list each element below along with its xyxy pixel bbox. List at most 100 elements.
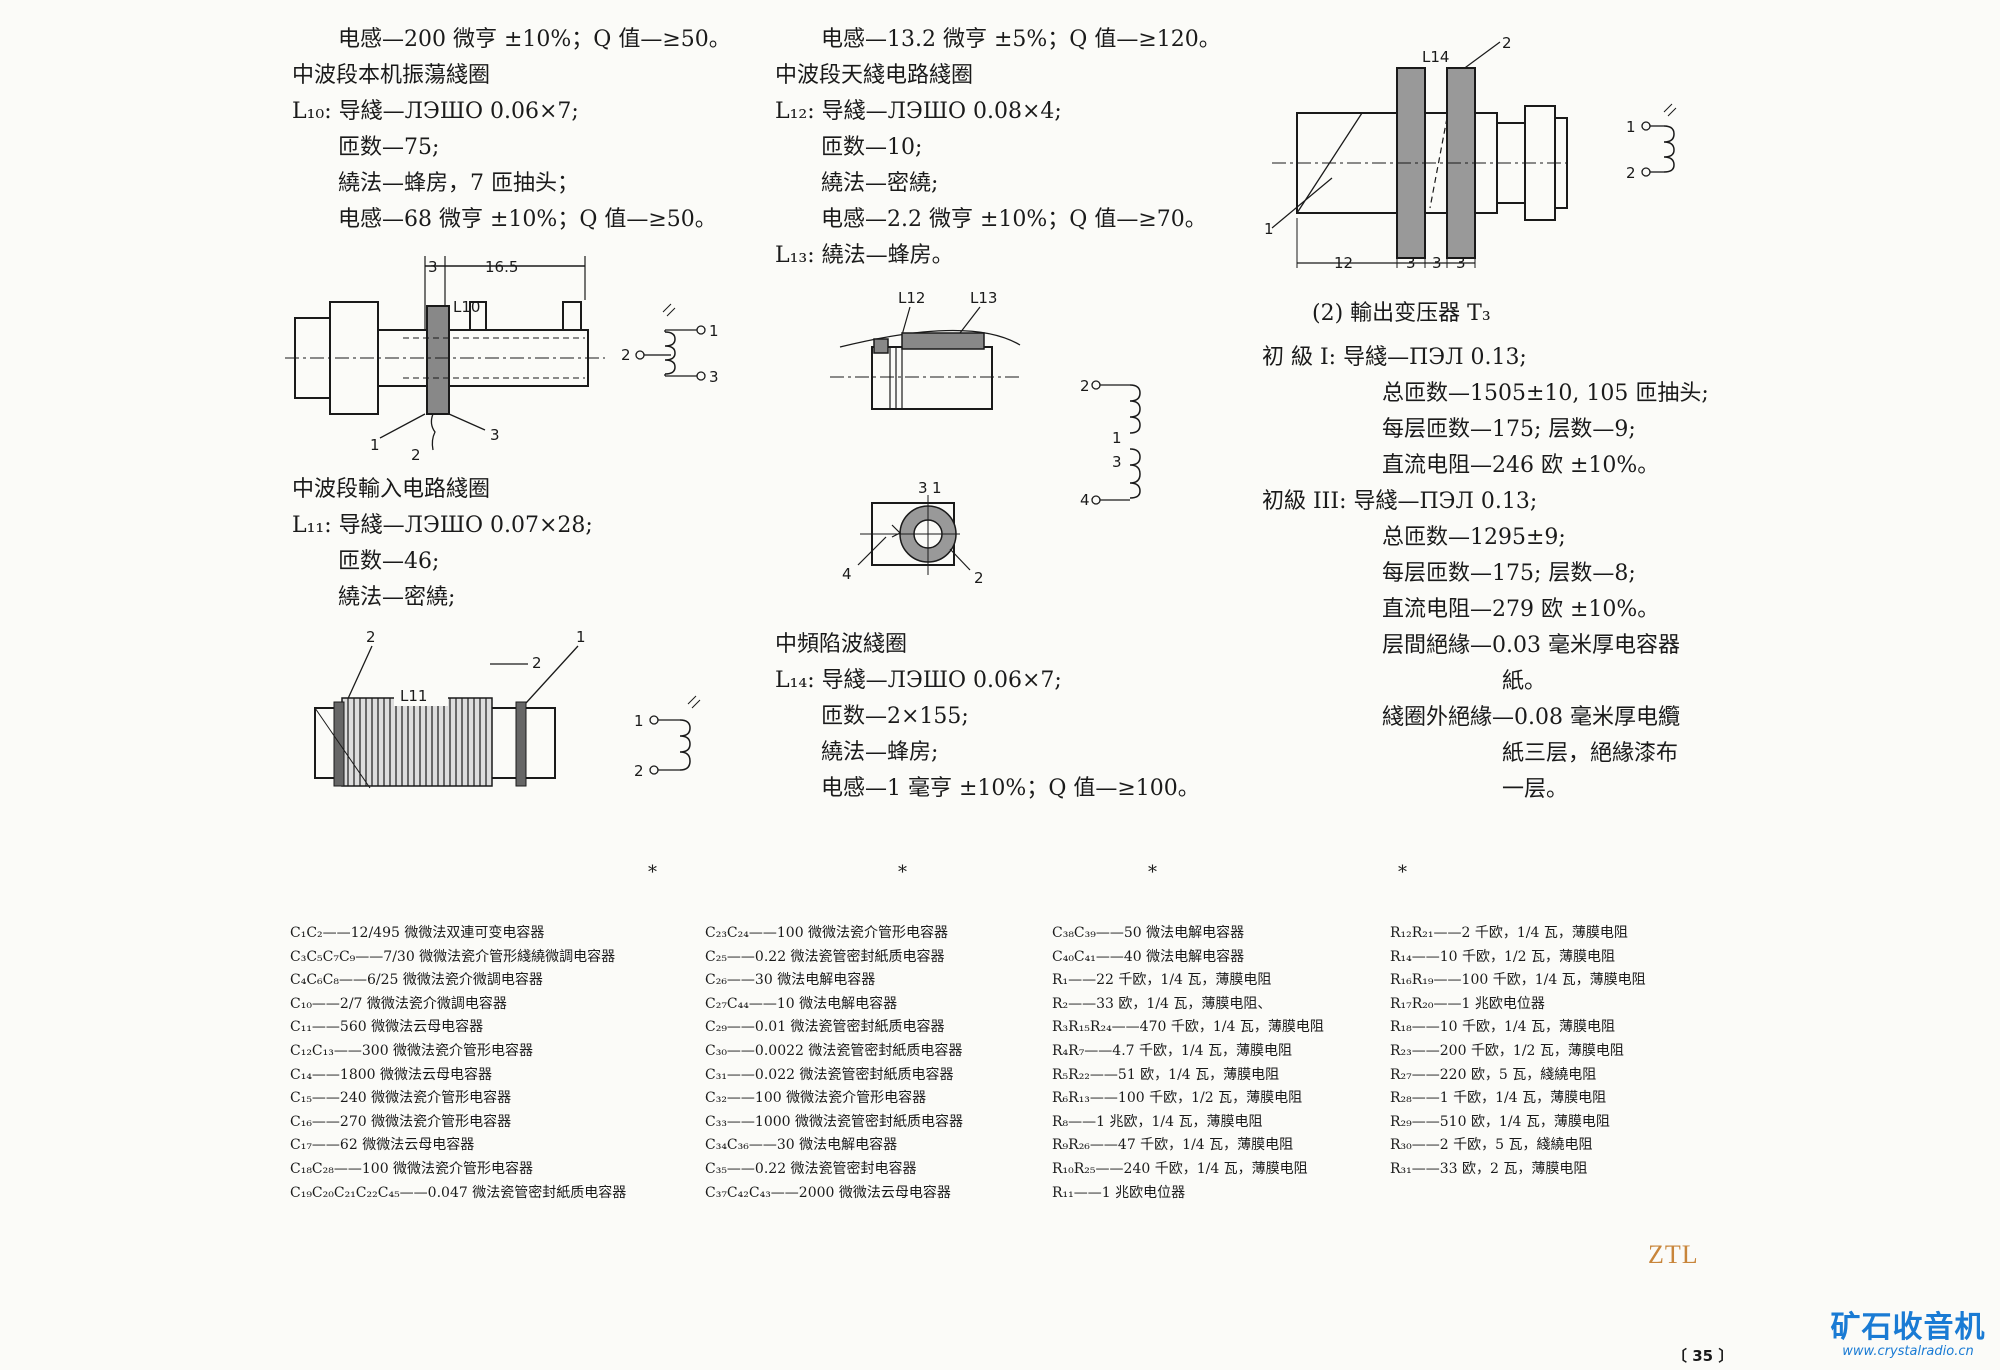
text-line: 匝数—75; bbox=[338, 135, 440, 160]
l12-term-4-label: 4 bbox=[1080, 491, 1090, 509]
l10-label: L10 bbox=[453, 298, 480, 316]
page-number: 〔 35 〕 bbox=[1672, 1347, 1734, 1365]
parts-list-item: C₁₇——62 微微法云母电容器 bbox=[290, 1137, 475, 1154]
separator-star: * bbox=[648, 862, 657, 883]
parts-list-item: C₂₇C₄₄——10 微法电解电容器 bbox=[705, 995, 898, 1012]
l14-dim-12-label: 12 bbox=[1334, 254, 1353, 272]
l12-sec-3-label: 3 bbox=[918, 479, 928, 497]
text-line: 繞法—密繞; bbox=[338, 585, 456, 610]
winding-pattern bbox=[347, 698, 487, 786]
text-line: 匝数—2×155; bbox=[821, 704, 969, 729]
text-line: 紙三层，絕緣漆布 bbox=[1502, 741, 1679, 766]
parts-list-item: R₁₀R₂₅——240 千欧，1/4 瓦，薄膜电阻 bbox=[1052, 1160, 1308, 1177]
section-heading: 中波段本机振蕩綫圈 bbox=[292, 63, 491, 88]
l11-lead-1-label: 1 bbox=[576, 628, 586, 646]
text-line: 总匝数—1505±10, 105 匝抽头; bbox=[1382, 381, 1709, 406]
transformer-caption: (2) 輸出变压器 T₃ bbox=[1312, 296, 1491, 332]
text-line: 直流电阻—279 欧 ±10%。 bbox=[1382, 597, 1660, 622]
parts-list-item: R₃R₁₅R₂₄——470 千欧，1/4 瓦，薄膜电阻 bbox=[1052, 1019, 1324, 1036]
parts-list-item: R₁₂R₂₁——2 千欧，1/4 瓦，薄膜电阻 bbox=[1390, 925, 1628, 941]
l14-term-1-label: 1 bbox=[1626, 118, 1636, 136]
text-line: 繞法—蜂房; bbox=[821, 740, 939, 765]
text-line: 初 級 I: 导綫—ПЭЛ 0.13; bbox=[1262, 345, 1527, 370]
text-line: 繞法—密繞; bbox=[821, 171, 939, 196]
parts-list-item: R₂₇——220 欧，5 瓦，綫繞电阻 bbox=[1390, 1066, 1597, 1083]
parts-list-item: C₃₂——100 微微法瓷介管形电容器 bbox=[705, 1090, 927, 1107]
parts-list-item: C₃₃——1000 微微法瓷管密封紙质电容器 bbox=[705, 1113, 964, 1130]
parts-list-item: R₂₃——200 千欧，1/2 瓦，薄膜电阻 bbox=[1390, 1042, 1624, 1059]
parts-list-col2: C₂₃C₂₄——100 微微法瓷介管形电容器 C₂₅——0.22 微法瓷管密封紙… bbox=[705, 922, 963, 1205]
l14-lead-2-label: 2 bbox=[1502, 34, 1512, 52]
parts-list-item: R₁₇R₂₀——1 兆欧电位器 bbox=[1390, 995, 1545, 1012]
parts-list-item: R₃₀——2 千欧，5 瓦，綫繞电阻 bbox=[1390, 1137, 1593, 1154]
term-2-label: 2 bbox=[621, 346, 631, 364]
lead-3-label: 3 bbox=[490, 426, 500, 444]
text-line: 电感—68 微亨 ±10%；Q 值—≥50。 bbox=[338, 207, 717, 232]
parts-list-item: R₁₈——10 千欧，1/4 瓦，薄膜电阻 bbox=[1390, 1019, 1616, 1036]
parts-list-item: R₂——33 欧，1/4 瓦，薄膜电阻、 bbox=[1052, 995, 1272, 1012]
separator-star: * bbox=[898, 862, 907, 883]
dim-16-5-label: 16.5 bbox=[485, 258, 518, 276]
parts-list-col1: C₁C₂——12/495 微微法双連可变电容器 C₃C₅C₇C₉——7/30 微… bbox=[290, 922, 626, 1205]
text-line: 总匝数—1295±9; bbox=[1382, 525, 1566, 550]
col1-mid-text: 中波段輸入电路綫圈 L₁₁: 导綫—ЛЭШО 0.07×28; 匝数—46; 繞… bbox=[292, 472, 593, 616]
l11-label: L11 bbox=[400, 687, 427, 705]
parts-list-item: C₁₄——1800 微微法云母电容器 bbox=[290, 1066, 493, 1083]
section-heading: 中波段天綫电路綫圈 bbox=[775, 63, 974, 88]
term-3-label: 3 bbox=[709, 368, 719, 386]
l14-term-2-label: 2 bbox=[1626, 164, 1636, 182]
l12-sec-2-label: 2 bbox=[974, 569, 984, 587]
text-line: 匝数—10; bbox=[821, 135, 923, 160]
l12-term-3-label: 3 bbox=[1112, 453, 1122, 471]
logo-url: www.crystalradio.cn bbox=[1842, 1344, 1974, 1359]
text-line: 匝数—46; bbox=[338, 549, 440, 574]
col3-text: 初 級 I: 导綫—ПЭЛ 0.13; 总匝数—1505±10, 105 匝抽头… bbox=[1262, 340, 1709, 808]
parts-list-item: C₃₈C₃₉——50 微法电解电容器 bbox=[1052, 925, 1245, 941]
text-line: 綫圈外絕緣—0.08 毫米厚电纜 bbox=[1382, 705, 1680, 730]
col2-top-text: 电感—13.2 微亨 ±5%；Q 值—≥120。 中波段天綫电路綫圈 L₁₂: … bbox=[775, 22, 1221, 274]
l11-dim-2-label: 2 bbox=[532, 654, 542, 672]
parts-list-item: R₁₆R₁₉——100 千欧，1/4 瓦，薄膜电阻 bbox=[1390, 972, 1646, 989]
l11-term-2-label: 2 bbox=[634, 762, 644, 780]
parts-list-item: C₃₄C₃₆——30 微法电解电容器 bbox=[705, 1137, 898, 1154]
l12-sec-4-label: 4 bbox=[842, 565, 852, 583]
parts-list-item: C₂₅——0.22 微法瓷管密封紙质电容器 bbox=[705, 948, 945, 965]
parts-list-item: R₁₄——10 千欧，1/2 瓦，薄膜电阻 bbox=[1390, 948, 1616, 965]
parts-list-item: C₁₁——560 微微法云母电容器 bbox=[290, 1019, 484, 1036]
l11-lead-2-label: 2 bbox=[366, 628, 376, 646]
l14-dim-3c-label: 3 bbox=[1456, 254, 1466, 272]
site-logo: 矿石收音机 www.crystalradio.cn bbox=[1818, 1302, 1998, 1359]
l12-sec-1-label: 1 bbox=[932, 479, 942, 497]
parts-list-item: C₁₆——270 微微法瓷介管形电容器 bbox=[290, 1113, 512, 1130]
text-line: 繞法—蜂房，7 匝抽头； bbox=[338, 171, 579, 196]
parts-list-item: C₁₉C₂₀C₂₁C₂₂C₄₅——0.047 微法瓷管密封紙质电容器 bbox=[290, 1184, 627, 1201]
parts-list-item: R₆R₁₃——100 千欧，1/2 瓦，薄膜电阻 bbox=[1052, 1090, 1303, 1107]
parts-list-item: C₄₀C₄₁——40 微法电解电容器 bbox=[1052, 948, 1245, 965]
parts-list-item: C₂₉——0.01 微法瓷管密封紙质电容器 bbox=[705, 1019, 945, 1036]
parts-list-item: C₁₅——240 微微法瓷介管形电容器 bbox=[290, 1090, 512, 1107]
separator-star: * bbox=[1398, 862, 1407, 883]
l12-label: L12 bbox=[898, 289, 925, 307]
dim-3-label: 3 bbox=[428, 258, 438, 276]
parts-list-item: C₃₁——0.022 微法瓷管密封紙质电容器 bbox=[705, 1066, 954, 1083]
parts-list-item: C₁₂C₁₃——300 微微法瓷介管形电容器 bbox=[290, 1042, 534, 1059]
parts-list-item: C₂₃C₂₄——100 微微法瓷介管形电容器 bbox=[705, 925, 949, 941]
parts-list-item: R₈——1 兆欧，1/4 瓦，薄膜电阻 bbox=[1052, 1113, 1263, 1130]
parts-list-item: C₁₀——2/7 微微法瓷介微調电容器 bbox=[290, 995, 507, 1012]
l13-label: L13 bbox=[970, 289, 997, 307]
parts-list-item: R₂₈——1 千欧，1/4 瓦，薄膜电阻 bbox=[1390, 1090, 1607, 1107]
parts-list-item: R₅R₂₂——51 欧，1/4 瓦，薄膜电阻 bbox=[1052, 1066, 1280, 1083]
parts-list-item: R₃₁——33 欧，2 瓦，薄膜电阻 bbox=[1390, 1160, 1588, 1177]
col2-bottom-text: 中頻陷波綫圈 L₁₄: 导綫—ЛЭШО 0.06×7; 匝数—2×155; 繞法… bbox=[775, 627, 1200, 807]
text-line: L₁₄: 导綫—ЛЭШО 0.06×7; bbox=[775, 668, 1062, 693]
parts-list-item: C₁₈C₂₈——100 微微法瓷介管形电容器 bbox=[290, 1160, 534, 1177]
text-line: 紙。 bbox=[1502, 669, 1547, 694]
l11-term-1-label: 1 bbox=[634, 712, 644, 730]
section-heading: 中波段輸入电路綫圈 bbox=[292, 477, 491, 502]
logo-name: 矿石收音机 bbox=[1830, 1310, 1986, 1345]
parts-list-item: C₂₆——30 微法电解电容器 bbox=[705, 972, 876, 989]
parts-list-item: C₁C₂——12/495 微微法双連可变电容器 bbox=[290, 925, 545, 941]
figure-l12-l13-coil: L12 L13 2 1 3 4 3 1 4 2 bbox=[830, 285, 1170, 595]
text-line: 每层匝数—175; 层数—9; bbox=[1382, 417, 1636, 442]
parts-list-item: C₃₅——0.22 微法瓷管密封电容器 bbox=[705, 1160, 917, 1177]
